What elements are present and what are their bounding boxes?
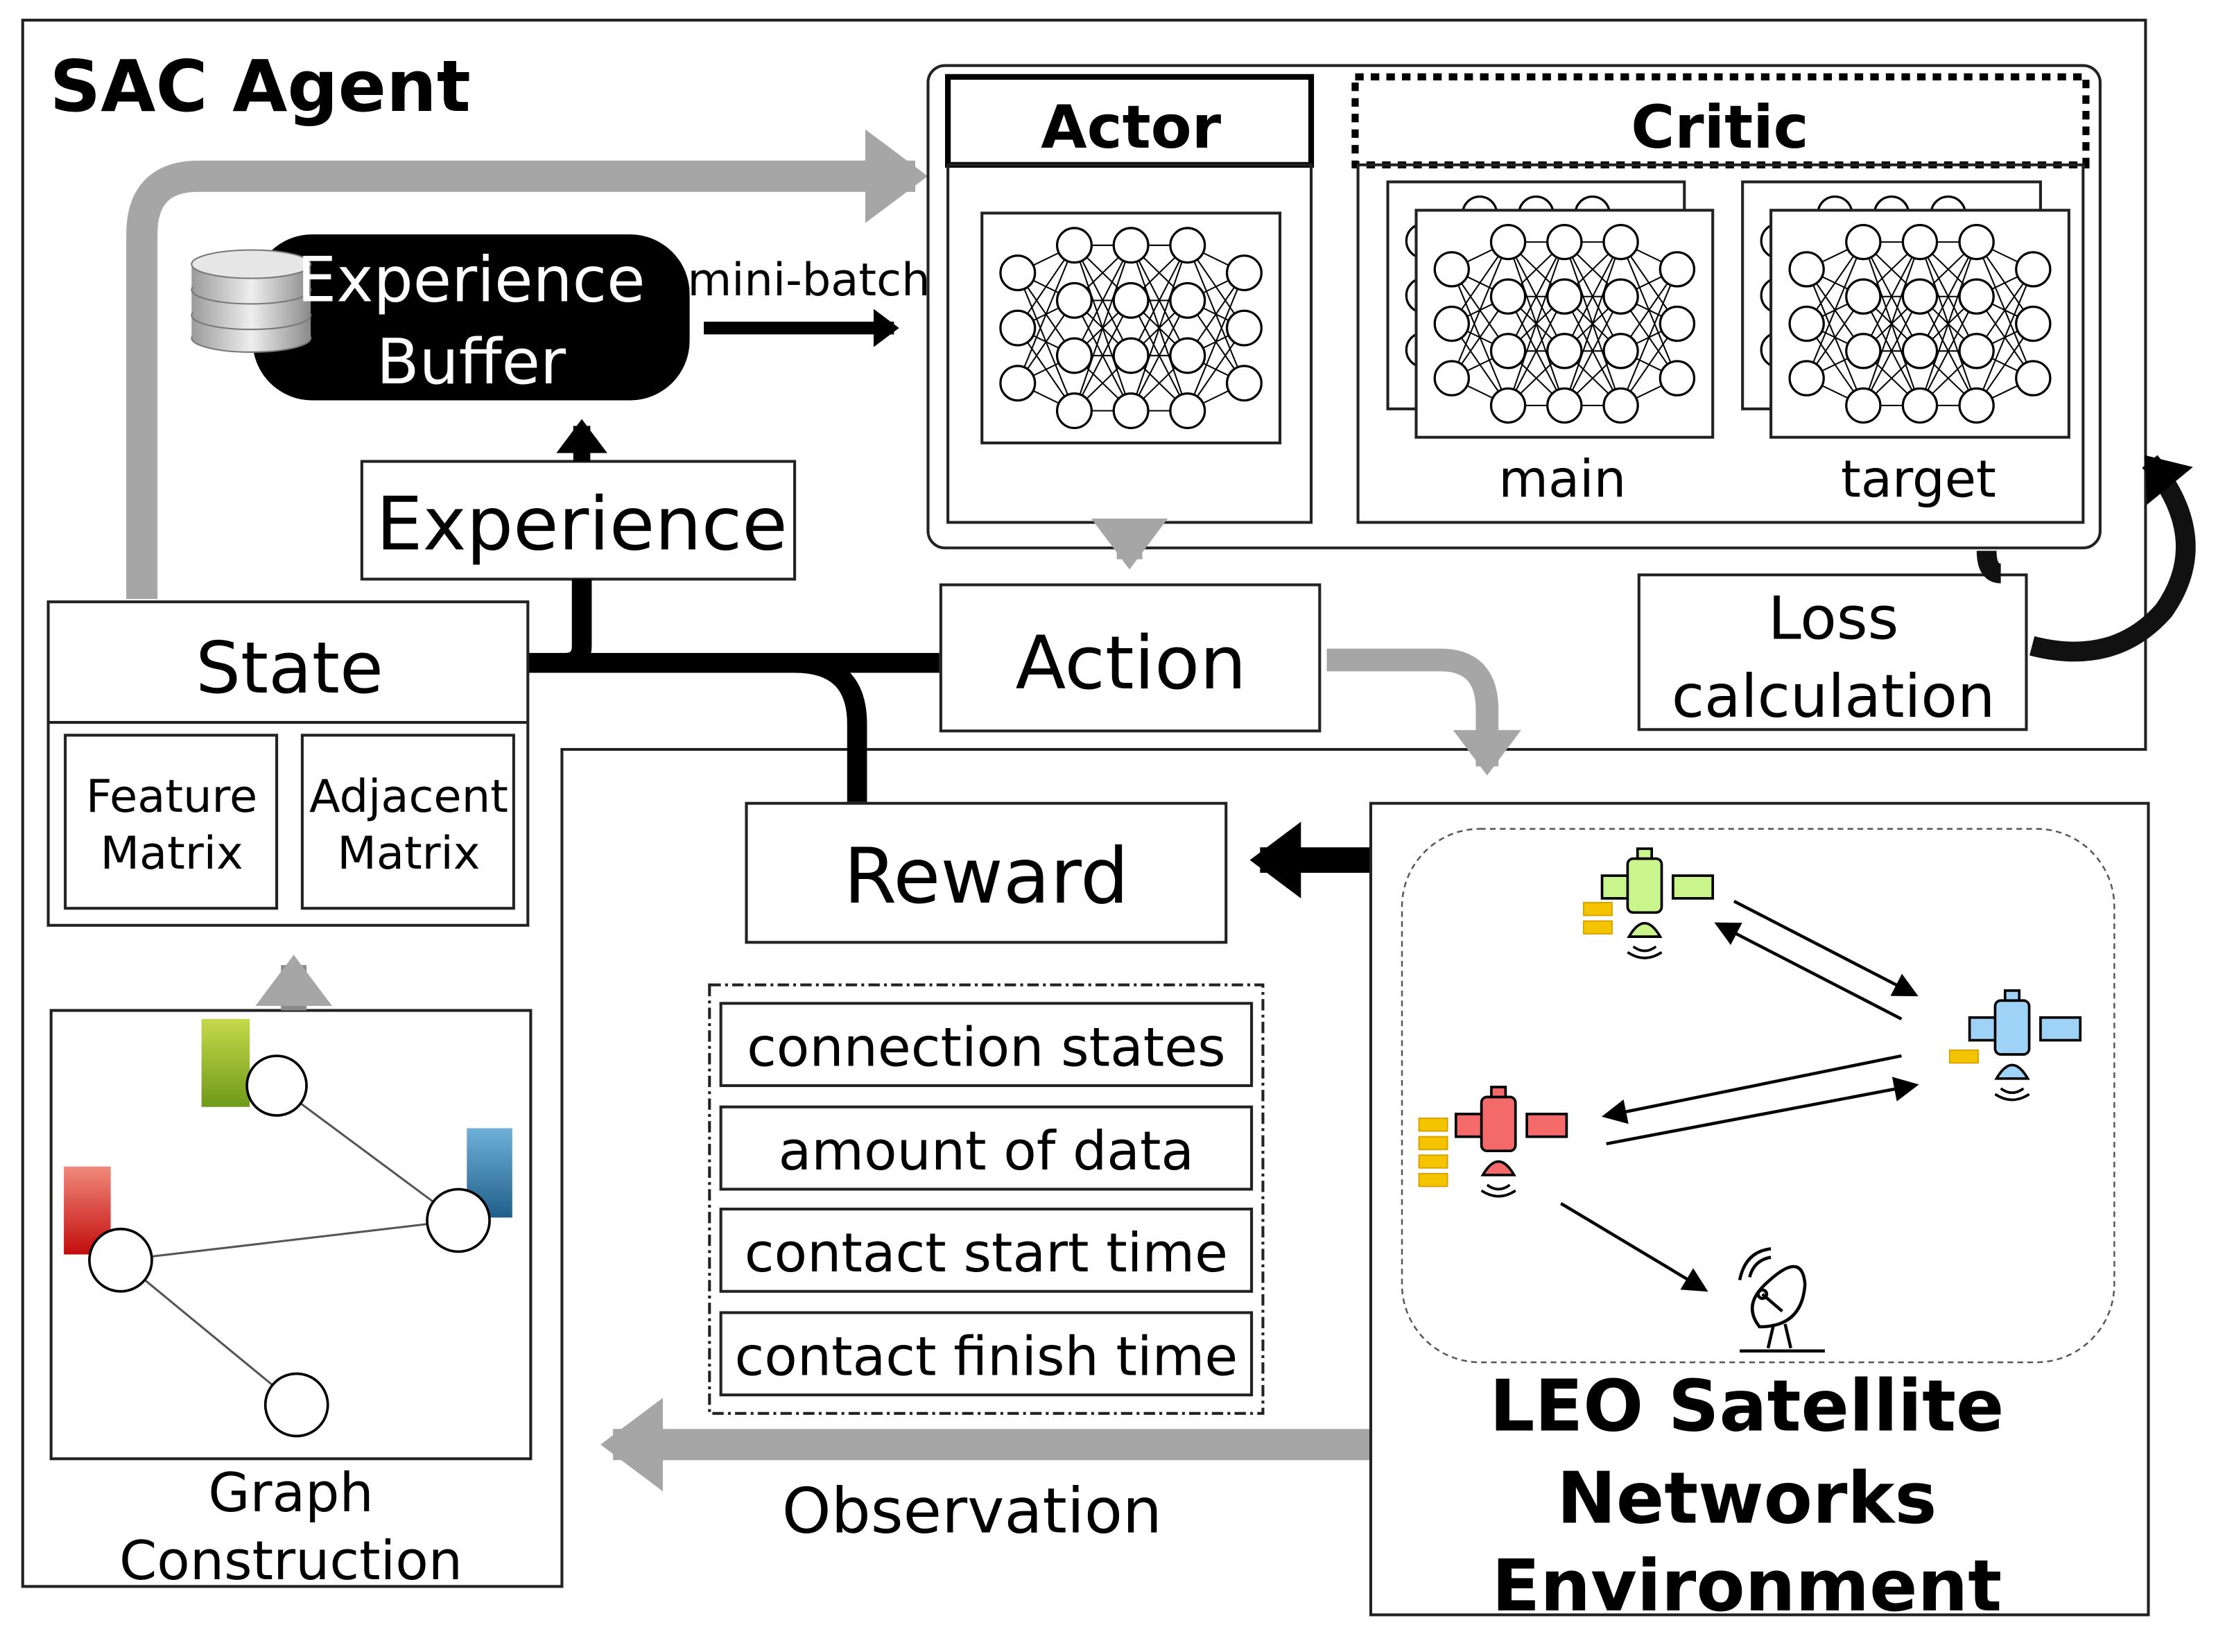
reward-label: Reward xyxy=(844,832,1129,921)
loss-line1: Loss xyxy=(1768,584,1899,653)
adjacent-matrix-line2: Matrix xyxy=(337,827,480,880)
environment-box xyxy=(1369,801,2150,1617)
adjacent-matrix-box xyxy=(300,733,515,910)
svg-text:amount of data: amount of data xyxy=(779,1120,1195,1183)
data-block xyxy=(1418,1154,1448,1169)
adjacent-matrix-line1: Adjacent xyxy=(309,770,508,823)
data-block xyxy=(1582,920,1613,935)
svg-text:contact finish time: contact finish time xyxy=(735,1326,1238,1389)
svg-text:contact start time: contact start time xyxy=(745,1222,1228,1285)
observation-label: Observation xyxy=(782,1475,1162,1548)
data-block xyxy=(1418,1118,1448,1132)
feature-matrix-box xyxy=(64,733,279,910)
data-block xyxy=(1948,1049,1979,1064)
satellite-icon xyxy=(1582,847,1715,959)
data-block xyxy=(1418,1172,1448,1188)
state-action-connector xyxy=(528,579,940,802)
action-label: Action xyxy=(1015,620,1246,706)
loss-update-arrow xyxy=(1976,462,2196,662)
experience-label: Experience xyxy=(376,481,787,567)
observation-list xyxy=(708,983,1265,1415)
environment-label-line2: Networks xyxy=(1557,1457,1937,1540)
critic-title: Critic xyxy=(1631,93,1808,162)
critic-title-box xyxy=(1351,73,2090,168)
feature-matrix-line2: Matrix xyxy=(101,827,243,880)
observation-item: contact finish time xyxy=(719,1311,1254,1397)
observation-item: amount of data xyxy=(719,1105,1254,1191)
critic-target-network-icon xyxy=(1769,209,2070,439)
graph-edges xyxy=(119,1084,459,1406)
node-feature-green xyxy=(201,1018,250,1107)
feature-matrix-line1: Feature xyxy=(86,770,257,823)
actor-title-box xyxy=(945,73,1315,168)
experience-box xyxy=(360,460,797,581)
agent-title: SAC Agent xyxy=(50,46,471,128)
reward-box xyxy=(745,801,1228,944)
state-title: State xyxy=(196,627,383,710)
loss-line2: calculation xyxy=(1672,662,1995,731)
state-to-networks-arrow xyxy=(126,129,928,600)
environment-label-line3: Environment xyxy=(1491,1545,2002,1628)
action-box xyxy=(939,583,1322,733)
graph-label-line1: Graph xyxy=(208,1462,374,1524)
data-block xyxy=(1418,1136,1448,1151)
state-box xyxy=(46,600,530,927)
actor-title: Actor xyxy=(1041,93,1222,162)
buffer-label-line2: Buffer xyxy=(376,326,566,399)
graph-nodes xyxy=(88,1054,491,1438)
critic-body xyxy=(1356,163,2085,524)
link-arrows xyxy=(1560,899,1919,1292)
data-block xyxy=(1582,901,1613,916)
critic-target-label: target xyxy=(1841,451,1996,510)
action-to-environment-arrow xyxy=(1326,648,1521,776)
environment-label-line1: LEO Satellite xyxy=(1489,1365,2004,1447)
buffer-label-line1: Experience xyxy=(297,243,645,316)
satellite-icon xyxy=(1418,1086,1568,1198)
graph-label-line2: Construction xyxy=(119,1530,462,1592)
database-icon xyxy=(191,249,312,353)
observation-item: connection states xyxy=(719,1002,1254,1088)
satellite-icon xyxy=(1948,989,2082,1102)
experience-buffer xyxy=(252,234,690,401)
sac-agent-boundary xyxy=(21,19,2147,1588)
minibatch-label: mini-batch xyxy=(687,254,930,306)
critic-main-label: main xyxy=(1498,451,1626,510)
observation-item: contact start time xyxy=(719,1208,1254,1293)
satellite-network-area xyxy=(1401,828,2115,1364)
svg-text:connection states: connection states xyxy=(747,1016,1226,1079)
actor-network-icon xyxy=(980,211,1282,444)
ground-station-dish-icon xyxy=(1738,1247,1825,1353)
loss-calculation-box xyxy=(1637,573,2028,731)
critic-main-network-icon xyxy=(1414,209,1715,439)
